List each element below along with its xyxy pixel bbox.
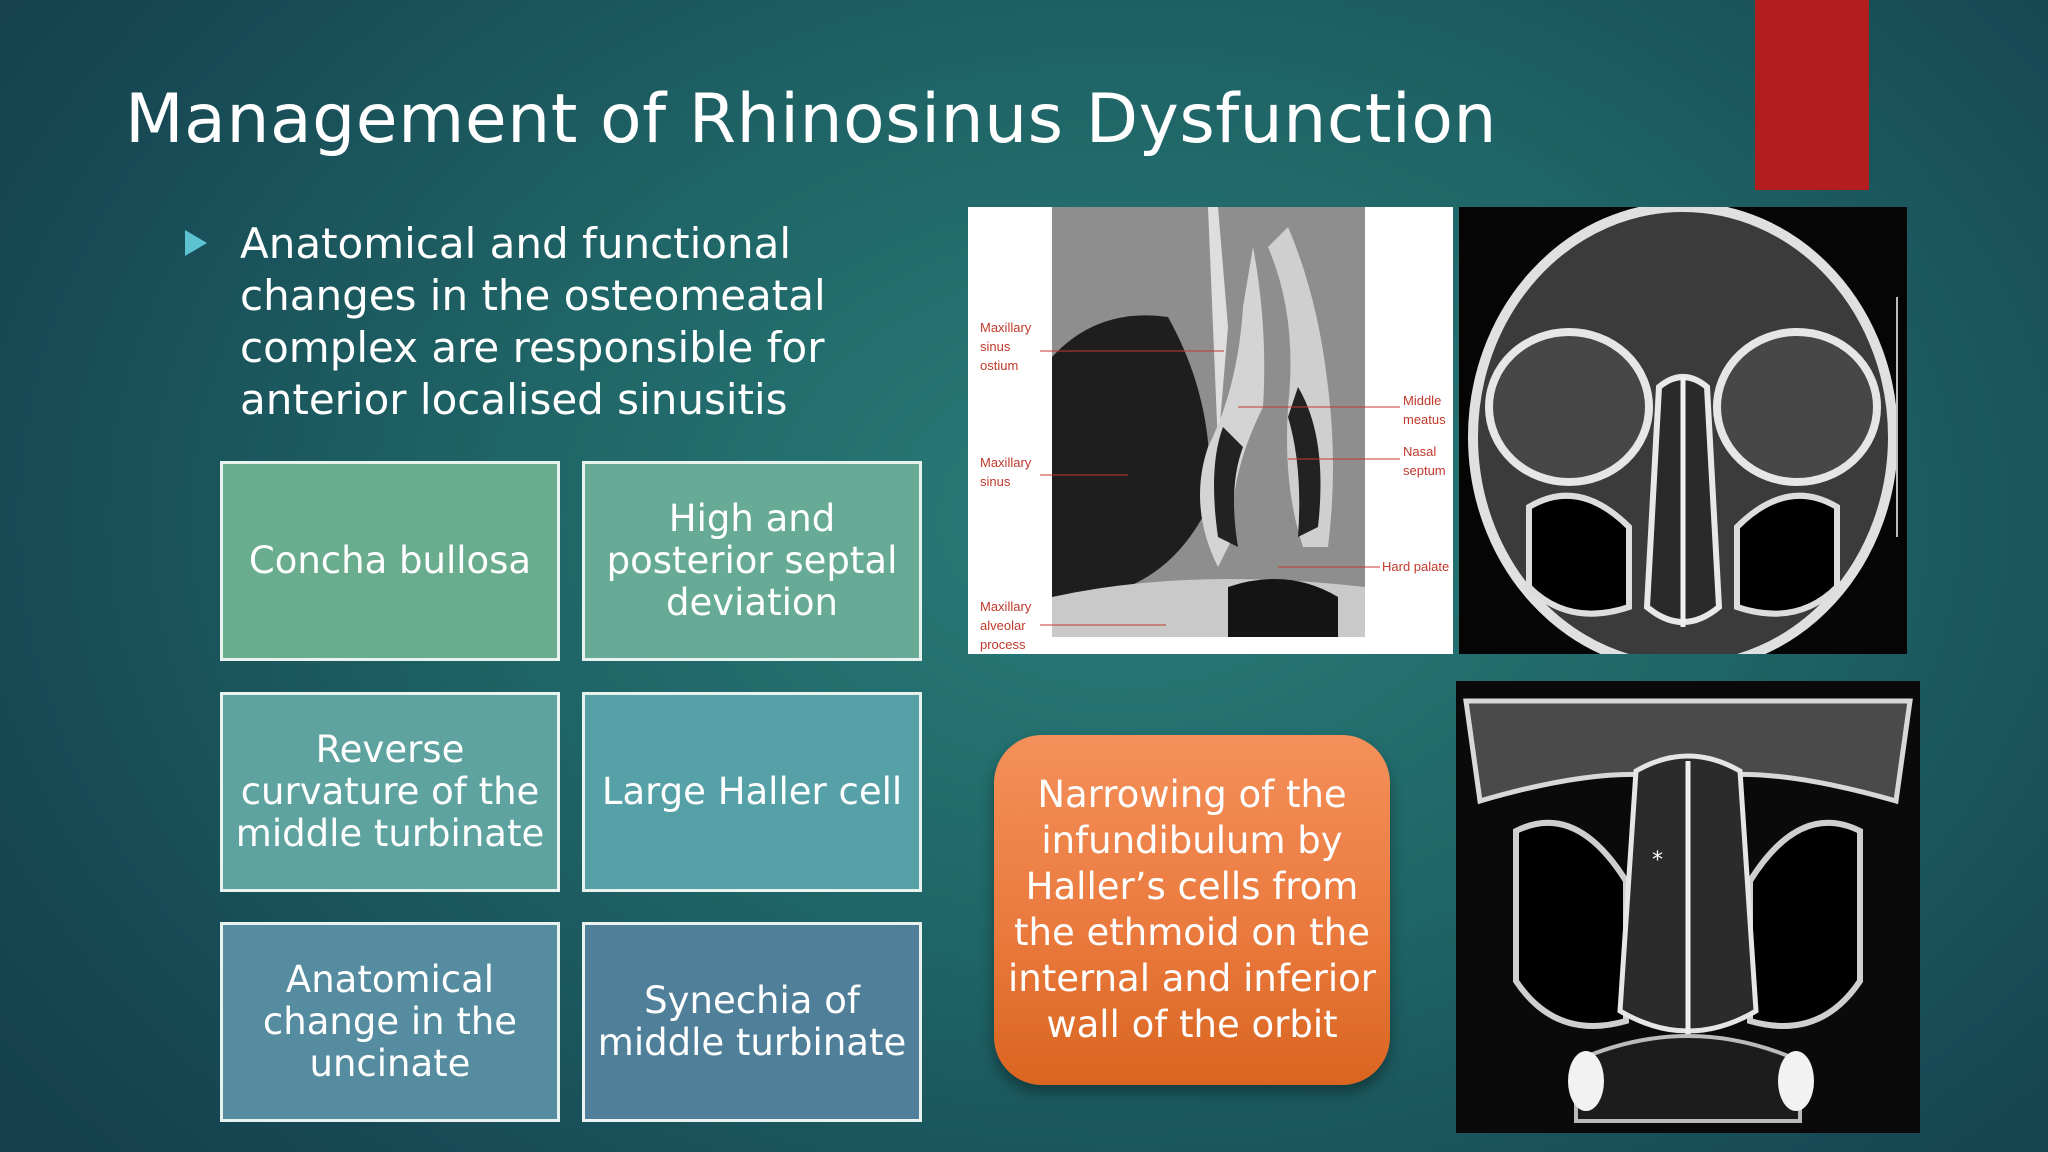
- label-nasal-septum-1: Nasal: [1403, 444, 1436, 459]
- box-synechia: Synechia of middle turbinate: [582, 922, 922, 1122]
- label-maxillary-sinus-ostium-3: ostium: [980, 358, 1018, 373]
- label-hard-palate: Hard palate: [1382, 559, 1449, 574]
- box-septal-deviation: High and posterior septal deviation: [582, 461, 922, 661]
- callout-haller-narrowing: Narrowing of the infundibulum by Haller’…: [994, 735, 1390, 1085]
- bullet-arrow-icon: [185, 230, 207, 256]
- label-middle-meatus-1: Middle: [1403, 393, 1441, 408]
- box-haller-cell: Large Haller cell: [582, 692, 922, 892]
- label-nasal-septum-2: septum: [1403, 463, 1446, 478]
- ct-image-coronal: [1459, 207, 1907, 654]
- bullet-point: Anatomical and functional changes in the…: [185, 218, 865, 426]
- slide-title: Management of Rhinosinus Dysfunction: [125, 80, 1498, 159]
- label-maxillary-sinus-2: sinus: [980, 474, 1011, 489]
- ct-image-annotated: Maxillary sinus ostium Maxillary sinus Maxi…: [968, 207, 1453, 654]
- label-alveolar-process-2: alveolar: [980, 618, 1026, 633]
- box-reverse-curvature: Reverse curvature of the middle turbinat…: [220, 692, 560, 892]
- label-alveolar-process-1: Maxillary: [980, 599, 1032, 614]
- label-maxillary-sinus-ostium-2: sinus: [980, 339, 1011, 354]
- label-maxillary-sinus-ostium-1: Maxillary: [980, 320, 1032, 335]
- label-alveolar-process-3: process: [980, 637, 1026, 652]
- bullet-text: Anatomical and functional changes in the…: [240, 219, 826, 424]
- label-middle-meatus-2: meatus: [1403, 412, 1446, 427]
- haller-cell-marker: *: [1652, 848, 1663, 873]
- box-uncinate-change: Anatomical change in the uncinate: [220, 922, 560, 1122]
- box-concha-bullosa: Concha bullosa: [220, 461, 560, 661]
- accent-bar: [1755, 0, 1869, 190]
- label-maxillary-sinus-1: Maxillary: [980, 455, 1032, 470]
- ct-image-haller-cell: *: [1456, 681, 1920, 1133]
